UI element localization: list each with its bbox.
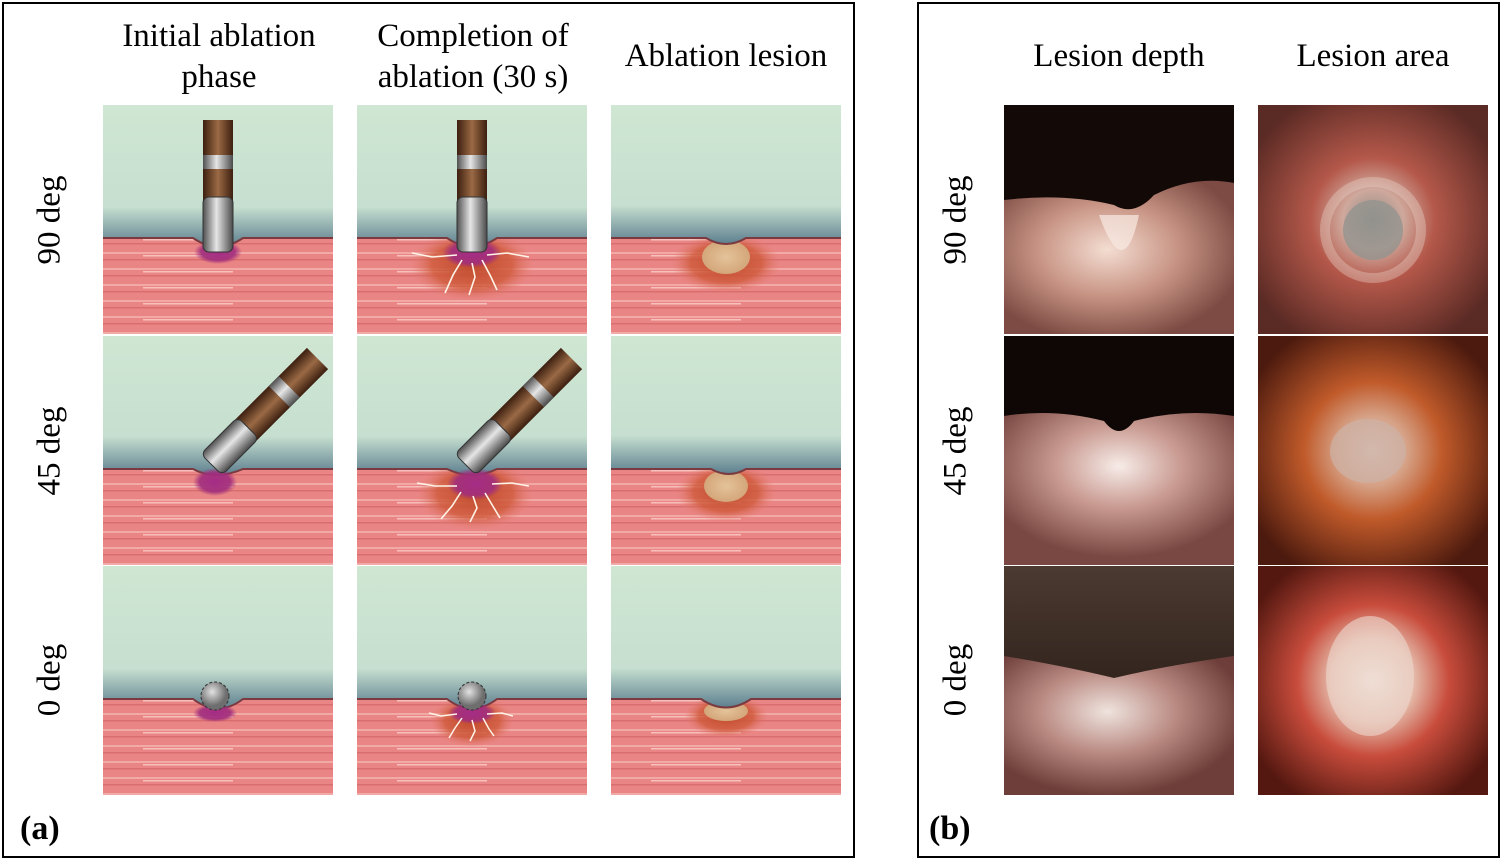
col-header-lesion-depth: Lesion depth [1033,38,1205,74]
row-label-90deg-a: 90 deg [31,175,68,265]
row-label-0deg-b: 0 deg [937,643,974,717]
diagram-0deg-lesion [611,566,841,795]
panel-b-frame [917,2,1500,858]
col-header-lesion-area: Lesion area [1296,38,1450,74]
row-label-45deg-a: 45 deg [31,406,68,496]
diagram-90deg-lesion [611,105,841,334]
row-label-0deg-a: 0 deg [31,643,68,717]
photo-90deg-area [1258,105,1488,334]
photo-45deg-depth [1004,336,1234,565]
diagram-0deg-initial [103,566,333,795]
diagram-90deg-completion [357,105,587,334]
col-header-ablation-lesion: Ablation lesion [624,38,828,74]
diagram-45deg-lesion [611,336,841,565]
panel-a-frame [2,2,855,858]
photo-0deg-area [1258,566,1488,795]
photo-90deg-depth [1004,105,1234,334]
row-label-90deg-b: 90 deg [937,175,974,265]
diagram-90deg-initial [103,105,333,334]
photo-45deg-area [1258,336,1488,565]
row-label-45deg-b: 45 deg [937,406,974,496]
diagram-45deg-completion [357,336,587,565]
diagram-0deg-completion [357,566,587,795]
panel-label-a: (a) [20,810,60,847]
panel-label-b: (b) [929,810,971,847]
diagram-45deg-initial [103,336,333,565]
photo-0deg-depth [1004,566,1234,795]
